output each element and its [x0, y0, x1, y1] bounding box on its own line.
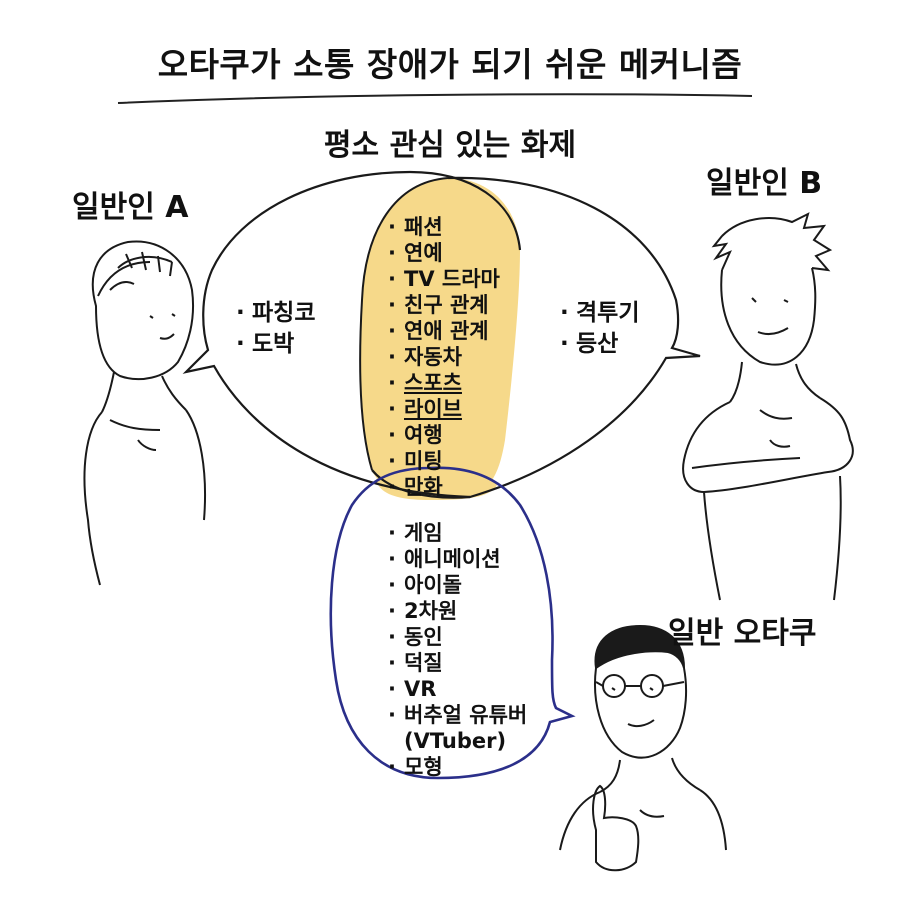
shared-topic-item: 패션 — [388, 214, 500, 240]
shared-topic-item: 라이브 — [388, 396, 500, 422]
shared-topic-item: 여행 — [388, 422, 500, 448]
otaku-topic-item: 동인 — [388, 624, 527, 650]
otaku-label: 일반 오타쿠 — [668, 616, 817, 651]
otaku-topic-item: 애니메이션 — [388, 546, 527, 572]
otaku-figure — [559, 624, 727, 872]
person-b-topic-item: 격투기 — [560, 298, 639, 329]
diagram-subtitle: 평소 관심 있는 화제 — [323, 128, 577, 163]
person-b-topics-list: 격투기 등산 — [560, 298, 639, 360]
person-a-label: 일반인 A — [72, 190, 189, 225]
otaku-topic-item: 아이돌 — [388, 572, 527, 598]
page-title: 오타쿠가 소통 장애가 되기 쉬운 메커니즘 — [157, 45, 743, 84]
person-a-figure — [83, 240, 207, 586]
otaku-topic-item: 2차원 — [388, 598, 527, 624]
shared-topic-item: TV 드라마 — [388, 266, 500, 292]
otaku-topic-item: 덕질 — [388, 650, 527, 676]
person-a-speech-bubble — [182, 170, 522, 499]
overlap-outline — [359, 177, 449, 471]
person-b-figure — [682, 212, 854, 601]
otaku-topics-list: 게임 애니메이션 아이돌 2차원 동인 덕질 VR 버추얼 유튜버 (VTube… — [388, 520, 527, 780]
otaku-topic-item-continuation: (VTuber) — [404, 729, 507, 753]
shared-topic-item: 스포츠 — [388, 370, 500, 396]
otaku-topic-item: 모형 — [388, 754, 527, 780]
person-b-topic-item: 등산 — [560, 329, 639, 360]
person-a-topics-list: 파칭코 도박 — [236, 298, 315, 360]
otaku-topic-item: 게임 — [388, 520, 527, 546]
shared-topic-item: 연애 관계 — [388, 318, 500, 344]
shared-topic-item: 친구 관계 — [388, 292, 500, 318]
shared-topic-item: 만화 — [388, 474, 500, 500]
shared-topics-list: 패션 연예 TV 드라마 친구 관계 연애 관계 자동차 스포츠 라이브 여행 … — [388, 214, 500, 500]
person-a-topic-item: 도박 — [236, 329, 315, 360]
person-a-topic-item: 파칭코 — [236, 298, 315, 329]
shared-topic-item: 미팅 — [388, 448, 500, 474]
person-b-label: 일반인 B — [706, 166, 823, 201]
otaku-topic-item: 버추얼 유튜버 — [388, 702, 527, 728]
title-underline — [117, 93, 753, 104]
otaku-topic-item: VR — [388, 676, 527, 702]
shared-topic-item: 연예 — [388, 240, 500, 266]
shared-topic-item: 자동차 — [388, 344, 500, 370]
